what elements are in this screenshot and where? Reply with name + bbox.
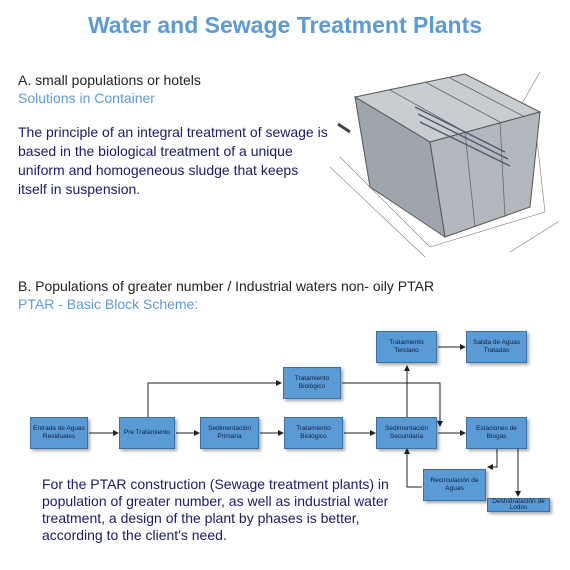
recirculacion-aguas-box: Recirculación de Aguas — [423, 469, 486, 501]
tratamiento-terciario-box: Tratamiento Terciario — [376, 331, 437, 363]
section-b-heading: B. Populations of greater number / Indus… — [18, 278, 435, 294]
page-title: Water and Sewage Treatment Plants — [87, 12, 483, 38]
section-a-subheading: Solutions in Container — [18, 90, 155, 106]
ptar-description: For the PTAR construction (Sewage treatm… — [42, 476, 389, 543]
flow-arrows — [89, 344, 521, 497]
estaciones-biogas-box: Estaciones de Biogás — [466, 417, 527, 449]
pre-tratamiento-box: Pre Tratamiento — [119, 417, 175, 449]
sedimentacion-secundaria-box: Sedimentación Secundaria — [376, 417, 437, 449]
deshidratacion-lodos-box: Deshidratación de Lodos — [487, 498, 550, 512]
principle-paragraph: The principle of an integral treatment o… — [18, 124, 328, 197]
section-b-subheading: PTAR - Basic Block Scheme: — [18, 296, 199, 312]
container-tank-illustration — [330, 71, 559, 258]
ptar-block-scheme: Entrada de Aguas Residuales Pre Tratamie… — [0, 322, 570, 512]
tratamiento-biologico-box: Tratamiento Biológico — [284, 417, 343, 449]
entrada-aguas-residuales-box: Entrada de Aguas Residuales — [30, 417, 88, 449]
section-a-heading: A. small populations or hotels — [18, 72, 201, 88]
sedimentacion-primaria-box: Sedimentación Primaria — [200, 417, 259, 449]
salida-aguas-tratadas-box: Salida de Aguas Tratadas — [466, 331, 527, 363]
tratamiento-biologico-top-box: Tratamiento Biológico — [283, 367, 341, 399]
